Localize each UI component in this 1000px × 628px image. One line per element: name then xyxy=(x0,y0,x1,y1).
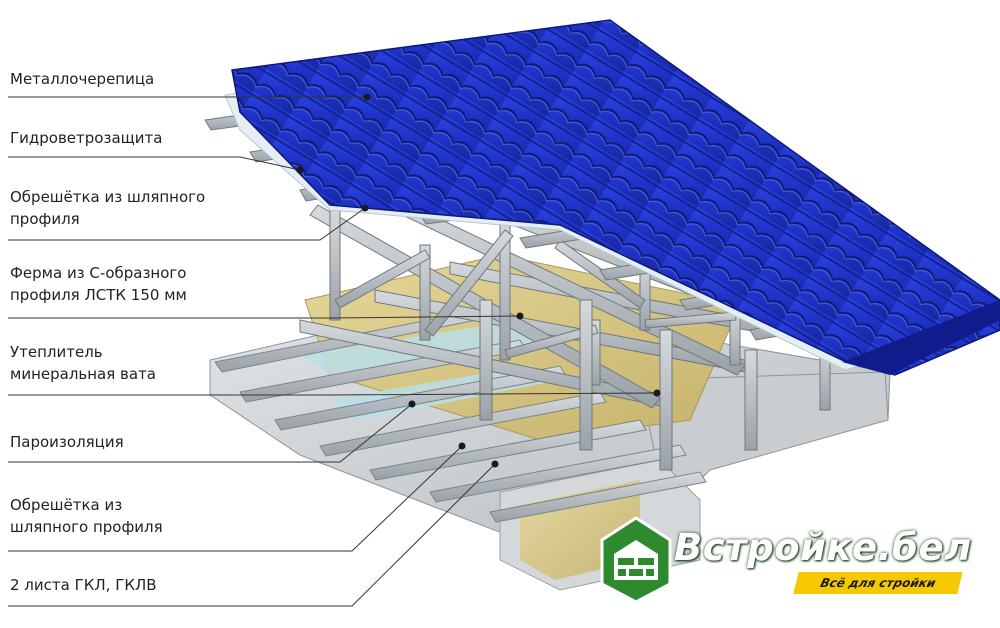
leader-line xyxy=(8,392,658,396)
leader-line xyxy=(8,207,366,241)
leader-line xyxy=(8,403,413,463)
layer-label-line: минеральная вата xyxy=(10,365,156,383)
brand-slogan: Всё для стройки xyxy=(793,572,963,594)
layer-label-line: Утеплитель xyxy=(10,343,103,361)
roof-layer-pointer-dot xyxy=(653,389,661,397)
leader-line xyxy=(8,463,496,607)
brick-wall-house-icon xyxy=(600,516,672,604)
layer-label-line: Обрешётка из шляпного xyxy=(10,188,206,206)
layer-label: Металлочерепица xyxy=(10,68,154,90)
layer-label: 2 листа ГКЛ, ГКЛВ xyxy=(10,574,157,596)
layer-label: Обрешётка из шляпного профиля xyxy=(10,494,163,538)
layer-label-line: шляпного профиля xyxy=(10,518,163,536)
layer-label-line: Металлочерепица xyxy=(10,70,155,88)
layer-label: Пароизоляция xyxy=(10,431,124,453)
layer-label: Ферма из С-образного профиля ЛСТК 150 мм xyxy=(10,262,187,306)
layer-label: Обрешётка из шляпного профиля xyxy=(10,186,205,230)
layer-label-line: Гидроветрозащита xyxy=(10,129,163,147)
roof-eave xyxy=(842,300,1000,375)
roof-layer-pointer-dot xyxy=(296,166,304,174)
layer-label-line: профиля xyxy=(10,210,80,228)
roof-layer-pointer-dot xyxy=(516,312,524,320)
layer-label-line: 2 листа ГКЛ, ГКЛВ xyxy=(10,576,157,594)
brand-logo: Встройке.бел Всё для стройки xyxy=(596,514,996,606)
roof-layer-pointer-dot xyxy=(408,400,416,408)
layer-label-line: Пароизоляция xyxy=(10,433,124,451)
layer-label: Утеплитель минеральная вата xyxy=(10,341,156,385)
leader-lines xyxy=(8,93,661,607)
roof-layer-pointer-dot xyxy=(458,442,466,450)
layer-label: Гидроветрозащита xyxy=(10,127,162,149)
roof-layer-pointer-dot xyxy=(363,93,371,101)
leader-line xyxy=(8,445,463,552)
leader-line xyxy=(8,156,301,171)
roof-layer-pointer-dot xyxy=(491,460,499,468)
layer-label-line: Ферма из С-образного xyxy=(10,264,187,282)
brand-name: Встройке.бел xyxy=(674,526,972,569)
layer-label-line: Обрешётка из xyxy=(10,496,123,514)
layer-label-line: профиля ЛСТК 150 мм xyxy=(10,286,187,304)
roof-layer-pointer-dot xyxy=(361,204,369,212)
leader-line xyxy=(8,315,521,319)
